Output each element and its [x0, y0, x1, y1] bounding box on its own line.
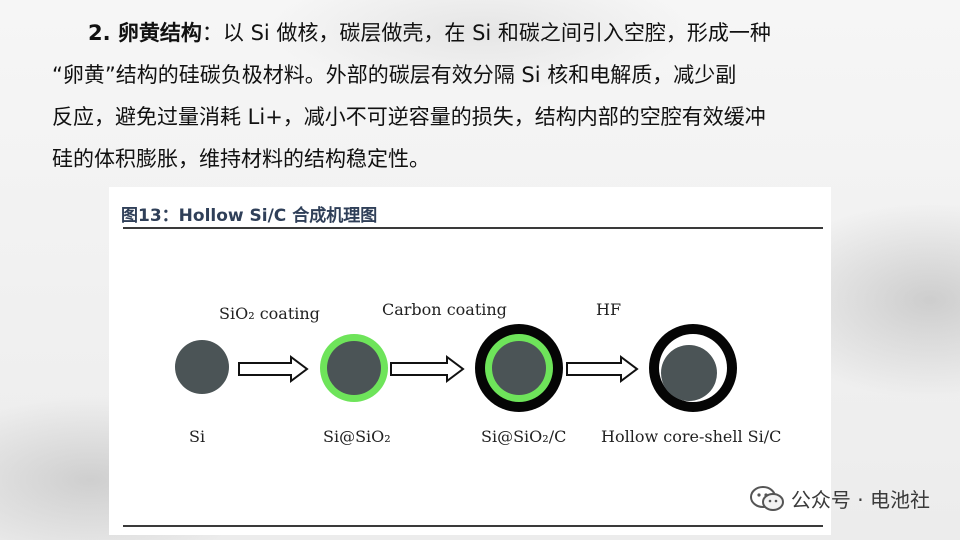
- si-core-particle: [175, 340, 229, 394]
- si-core-particle: [492, 341, 546, 395]
- arrow-label-carbon-coating: Carbon coating: [382, 300, 507, 319]
- section-heading: 2. 卵黄结构: [88, 21, 202, 45]
- wechat-icon: [749, 485, 784, 511]
- arrow-label-sio2-coating: SiO₂ coating: [219, 304, 320, 323]
- paragraph-line-3: 反应，避免过量消耗 Li+，减小不可逆容量的损失，结构内部的空腔有效缓冲: [52, 105, 766, 129]
- watermark-text: 公众号 · 电池社: [790, 488, 930, 512]
- si-core-particle: [661, 345, 717, 401]
- figure-title: 图13：Hollow Si/C 合成机理图: [121, 206, 378, 226]
- watermark: 公众号 · 电池社: [749, 484, 930, 513]
- step-label-si: Si: [189, 427, 205, 446]
- process-arrow-1: [238, 355, 309, 383]
- step-label-si-sio2: Si@SiO₂: [323, 427, 391, 446]
- body-paragraph: 2. 卵黄结构：以 Si 做核，碳层做壳，在 Si 和碳之间引入空腔，形成一种 …: [52, 12, 882, 180]
- paragraph-line-1: 2. 卵黄结构：以 Si 做核，碳层做壳，在 Si 和碳之间引入空腔，形成一种: [52, 12, 882, 54]
- figure-panel: 图13：Hollow Si/C 合成机理图 SiO₂ coating Carbo…: [109, 187, 831, 535]
- paragraph-text: ：以 Si 做核，碳层做壳，在 Si 和碳之间引入空腔，形成一种: [201, 21, 771, 45]
- paragraph-line-4: 硅的体积膨胀，维持材料的结构稳定性。: [52, 147, 430, 171]
- step-label-si-sio2-c: Si@SiO₂/C: [481, 427, 566, 446]
- paragraph-line-2: “卵黄”结构的硅碳负极材料。外部的碳层有效分隔 Si 核和电解质，减少副: [52, 63, 737, 87]
- si-core-particle: [327, 341, 381, 395]
- process-arrow-3: [566, 355, 639, 383]
- figure-top-rule: [123, 227, 823, 229]
- step-label-hollow-core-shell: Hollow core-shell Si/C: [601, 427, 781, 446]
- synthesis-diagram: SiO₂ coating Carbon coating HF Si Si@SiO…: [175, 300, 781, 446]
- figure-bottom-rule: [123, 525, 823, 527]
- process-arrow-2: [390, 355, 465, 383]
- arrow-label-hf: HF: [596, 300, 621, 319]
